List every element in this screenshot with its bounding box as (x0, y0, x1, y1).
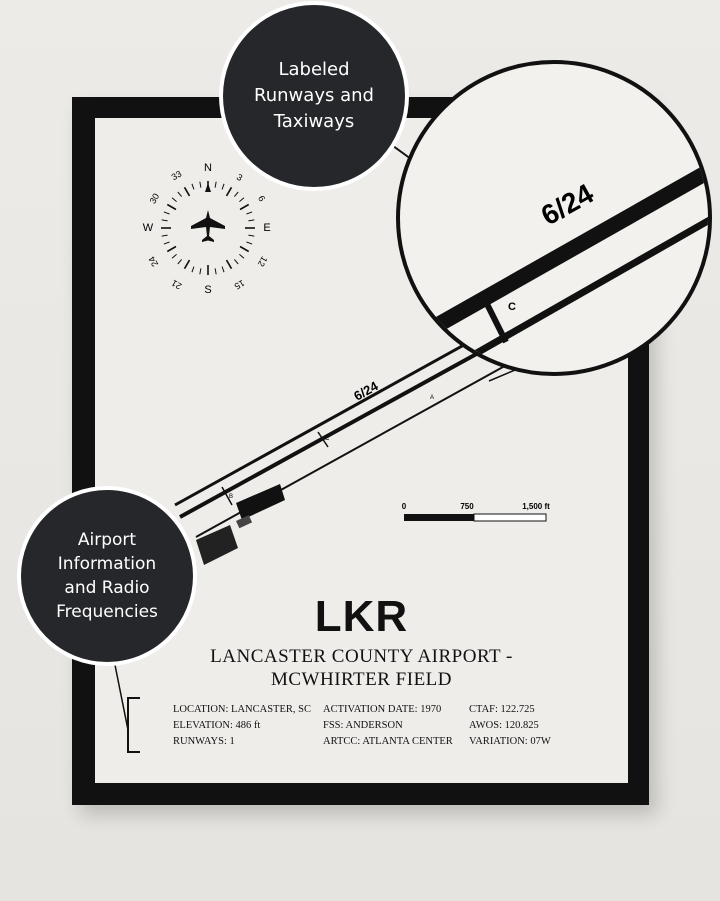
compass-cardinal-n: N (204, 162, 212, 174)
info-awos: AWOS: 120.825 (469, 720, 539, 731)
compass-tick (166, 203, 177, 211)
hangar-block (196, 525, 238, 565)
info-variation: VARIATION: 07W (469, 736, 551, 747)
compass-number: 24 (147, 255, 161, 269)
apron-building (236, 484, 285, 520)
taxiway-b-connector (221, 486, 233, 506)
scale-bar: 0 750 1,500 ft (402, 502, 550, 522)
compass-tick (214, 181, 217, 188)
callout-line: Labeled (278, 59, 350, 80)
info-column-frequencies: CTAF: 122.725 AWOS: 120.825 VARIATION: 0… (469, 702, 551, 750)
compass-tick (183, 259, 191, 270)
compass-tick (166, 245, 177, 253)
callout-line: Information (57, 554, 157, 574)
airport-name: LANCASTER COUNTY AIRPORT - MCWHIRTER FIE… (95, 645, 628, 691)
scale-label-0: 0 (402, 502, 407, 511)
compass-tick (225, 186, 233, 197)
airport-name-line1: LANCASTER COUNTY AIRPORT - (210, 646, 513, 667)
callout-line: Runways and (254, 85, 374, 106)
compass-number: 15 (233, 278, 247, 292)
compass-number: 3 (235, 172, 244, 183)
compass-tick (246, 241, 253, 245)
north-arrow-icon (205, 183, 211, 192)
compass-tick (239, 245, 250, 253)
compass-tick (199, 181, 202, 188)
compass-number: 33 (170, 169, 184, 183)
scale-label-1500: 1,500 ft (522, 502, 550, 511)
info-callout-bubble: Airport Information and Radio Frequencie… (17, 486, 197, 666)
airport-name-line2: MCWHIRTER FIELD (270, 669, 453, 690)
info-artcc: ARTCC: ATLANTA CENTER (323, 736, 453, 747)
compass-tick (239, 253, 245, 259)
compass-tick (214, 268, 217, 275)
runway-zoom-circle: 6/24 C (396, 60, 712, 376)
compass-rose: N E S W 3 6 12 15 21 24 30 33 (143, 162, 271, 296)
taxiway-c-connector (317, 431, 329, 448)
info-fss: FSS: ANDERSON (323, 720, 403, 731)
compass-number: 30 (148, 192, 162, 206)
zoom-detail: 6/24 C (420, 162, 708, 372)
compass-tick (191, 183, 195, 190)
info-runways: RUNWAYS: 1 (173, 736, 235, 747)
compass-tick (163, 211, 170, 215)
compass-tick (239, 203, 250, 211)
compass-tick (233, 191, 239, 197)
zoom-connector (488, 369, 516, 382)
compass-tick (225, 259, 233, 270)
compass-tick (161, 219, 168, 222)
info-column-activation: ACTIVATION DATE: 1970 FSS: ANDERSON ARTC… (323, 702, 453, 750)
compass-tick (199, 268, 202, 275)
airplane-icon (191, 210, 225, 242)
callout-line: and Radio (64, 578, 150, 598)
compass-tick (221, 183, 225, 190)
compass-tick (161, 234, 168, 237)
compass-tick (171, 197, 177, 203)
taxiway-label-b: B (229, 494, 233, 500)
info-column-location: LOCATION: LANCASTER, SC ELEVATION: 486 f… (173, 702, 311, 750)
compass-cardinal-e: E (263, 222, 270, 234)
compass-tick (171, 253, 177, 259)
compass-tick (177, 191, 183, 197)
compass-cardinal-s: S (204, 284, 211, 296)
callout-line: Taxiways (273, 111, 355, 132)
callout-line: Airport (77, 530, 137, 550)
compass-tick (177, 259, 183, 265)
zoom-taxiway-label: C (508, 301, 516, 313)
compass-tick (248, 234, 255, 237)
callout-line: Frequencies (56, 602, 158, 622)
compass-tick (246, 211, 253, 215)
info-ctaf: CTAF: 122.725 (469, 704, 535, 715)
compass-tick (248, 219, 255, 222)
parking-block (236, 515, 253, 529)
zoom-runway-label: 6/24 (536, 178, 599, 232)
scale-label-750: 750 (460, 502, 474, 511)
taxiway-label-a: A (430, 395, 434, 401)
info-bracket (127, 697, 140, 753)
compass-tick (233, 259, 239, 265)
info-location: LOCATION: LANCASTER, SC (173, 704, 311, 715)
compass-tick (239, 197, 245, 203)
compass-tick (191, 266, 195, 273)
compass-number: 21 (170, 278, 184, 292)
info-connector (114, 664, 129, 731)
compass-cardinal-w: W (143, 222, 154, 234)
runway-6-24: 6/24 A B C (174, 323, 531, 565)
compass-number: 6 (256, 194, 267, 203)
compass-number: 12 (256, 255, 270, 269)
compass-tick (163, 241, 170, 245)
compass-tick (221, 266, 225, 273)
info-elevation: ELEVATION: 486 ft (173, 720, 261, 731)
compass-tick (183, 186, 191, 197)
info-activation-date: ACTIVATION DATE: 1970 (323, 704, 442, 715)
taxiway-label-c: C (325, 436, 330, 442)
runways-callout-bubble: Labeled Runways and Taxiways (219, 1, 409, 191)
airport-code: LKR (314, 592, 409, 641)
